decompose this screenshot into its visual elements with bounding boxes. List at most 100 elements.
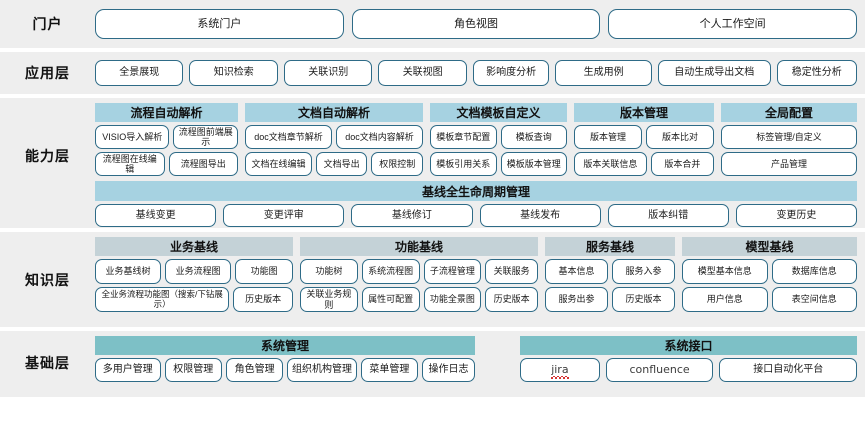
- foundation-group-system-mgmt: 系统管理 多用户管理 权限管理 角色管理 组织机构管理 菜单管理 操作日志: [95, 336, 475, 382]
- capability-group-doc-template: 文档模板自定义 模板章节配置 模板查询 模板引用关系 模板版本管理: [430, 103, 567, 176]
- cap-button-permission-control[interactable]: 权限控制: [371, 152, 423, 176]
- kn-button-basic-info[interactable]: 基本信息: [545, 259, 608, 284]
- base-button-menu-mgmt[interactable]: 菜单管理: [360, 358, 419, 382]
- cap-button-version-management[interactable]: 版本管理: [574, 125, 642, 149]
- base-button-role-mgmt[interactable]: 角色管理: [225, 358, 284, 382]
- cap-button-visio-import-parse[interactable]: VISIO导入解析: [95, 125, 170, 149]
- layer-application: 应用层 全景展现 知识检索 关联识别 关联视图 影响度分析 生成用例 自动生成导…: [0, 52, 865, 94]
- layer-label-portal: 门户: [32, 16, 63, 32]
- group-header-doc-template: 文档模板自定义: [430, 103, 567, 122]
- kn-button-user-info[interactable]: 用户信息: [682, 287, 768, 312]
- kn-button-database-info[interactable]: 数据库信息: [771, 259, 857, 284]
- cap-button-flowchart-export[interactable]: 流程图导出: [168, 152, 238, 176]
- group-header-baseline-lifecycle: 基线全生命周期管理: [95, 181, 857, 201]
- kn-button-subprocess-mgmt[interactable]: 子流程管理: [423, 259, 482, 284]
- app-button-auto-export-doc[interactable]: 自动生成导出文档: [657, 60, 771, 86]
- base-row-system-mgmt: 多用户管理 权限管理 角色管理 组织机构管理 菜单管理 操作日志: [95, 358, 475, 382]
- base-button-operation-log[interactable]: 操作日志: [422, 358, 475, 382]
- baseline-button-change-history[interactable]: 变更历史: [735, 204, 858, 227]
- kn-row-2-business-baseline: 全业务流程功能图（搜索/下钻展示） 历史版本: [95, 287, 293, 312]
- kn-button-business-baseline-tree[interactable]: 业务基线树: [95, 259, 162, 284]
- cap-button-version-compare[interactable]: 版本比对: [646, 125, 714, 149]
- kn-row-2-model-baseline: 用户信息 表空间信息: [682, 287, 857, 312]
- kn-button-history-version-business[interactable]: 历史版本: [233, 287, 293, 312]
- portal-button-personal-workspace[interactable]: 个人工作空间: [608, 9, 858, 39]
- group-header-business-baseline: 业务基线: [95, 237, 293, 256]
- foundation-group-system-interface: 系统接口 jira confluence 接口自动化平台: [520, 336, 857, 382]
- kn-row-1-service-baseline: 基本信息 服务入参: [545, 259, 675, 284]
- group-row-1-process-parse: VISIO导入解析 流程图前端展示: [95, 125, 238, 149]
- cap-button-version-merge[interactable]: 版本合并: [650, 152, 714, 176]
- cap-button-template-query[interactable]: 模板查询: [500, 125, 567, 149]
- kn-button-attribute-configurable[interactable]: 属性可配置: [361, 287, 420, 312]
- app-button-panorama[interactable]: 全景展现: [95, 60, 184, 86]
- cap-button-template-reference[interactable]: 模板引用关系: [430, 152, 497, 176]
- portal-button-system-portal[interactable]: 系统门户: [95, 9, 344, 39]
- kn-row-2-service-baseline: 服务出参 历史版本: [545, 287, 675, 312]
- baseline-button-version-fix[interactable]: 版本纠错: [607, 204, 729, 227]
- layer-capability: 能力层 流程自动解析 VISIO导入解析 流程图前端展示 流程图在线编辑 流程图…: [0, 98, 865, 228]
- portal-button-role-view[interactable]: 角色视图: [351, 9, 601, 39]
- kn-button-related-business-rule[interactable]: 关联业务规则: [300, 287, 358, 312]
- layer-label-knowledge: 知识层: [25, 272, 70, 288]
- app-button-relation-view[interactable]: 关联视图: [378, 60, 467, 86]
- kn-button-function-tree[interactable]: 功能树: [300, 259, 358, 284]
- app-button-relation-identify[interactable]: 关联识别: [283, 60, 373, 86]
- kn-button-related-service[interactable]: 关联服务: [485, 259, 539, 284]
- capability-group-global-config: 全局配置 标签管理/自定义 产品管理: [721, 103, 857, 176]
- cap-button-doc-content-parse[interactable]: doc文档内容解析: [336, 125, 423, 149]
- group-row-1-global-config: 标签管理/自定义: [721, 125, 857, 149]
- cap-button-flowchart-online-edit[interactable]: 流程图在线编辑: [95, 152, 165, 176]
- kn-row-1-business-baseline: 业务基线树 业务流程图 功能图: [95, 259, 293, 284]
- cap-button-product-management[interactable]: 产品管理: [721, 152, 857, 176]
- group-header-doc-parse: 文档自动解析: [245, 103, 423, 122]
- kn-button-full-business-flow-function-chart[interactable]: 全业务流程功能图（搜索/下钻展示）: [95, 287, 230, 312]
- cap-button-template-version-mgmt[interactable]: 模板版本管理: [500, 152, 567, 176]
- layer-portal: 门户 系统门户 角色视图 个人工作空间: [0, 0, 865, 48]
- knowledge-group-function-baseline: 功能基线 功能树 系统流程图 子流程管理 关联服务 关联业务规则 属性可配置 功…: [300, 237, 539, 312]
- app-button-stability-analysis[interactable]: 稳定性分析: [776, 60, 857, 86]
- cap-button-doc-export[interactable]: 文档导出: [315, 152, 368, 176]
- app-button-generate-case[interactable]: 生成用例: [555, 60, 652, 86]
- baseline-lifecycle-button-row: 基线变更 变更评审 基线修订 基线发布 版本纠错 变更历史: [95, 204, 858, 227]
- cap-button-version-relation-info[interactable]: 版本关联信息: [574, 152, 647, 176]
- kn-button-function-panorama[interactable]: 功能全景图: [423, 287, 482, 312]
- kn-button-history-version-function[interactable]: 历史版本: [485, 287, 539, 312]
- cap-button-template-chapter-config[interactable]: 模板章节配置: [430, 125, 497, 149]
- cap-button-tag-management-custom[interactable]: 标签管理/自定义: [721, 125, 857, 149]
- base-button-confluence[interactable]: confluence: [605, 358, 714, 382]
- kn-button-business-flowchart[interactable]: 业务流程图: [165, 259, 232, 284]
- baseline-button-change[interactable]: 基线变更: [95, 204, 217, 227]
- knowledge-group-business-baseline: 业务基线 业务基线树 业务流程图 功能图 全业务流程功能图（搜索/下钻展示） 历…: [95, 237, 293, 312]
- base-button-multi-user-mgmt[interactable]: 多用户管理: [95, 358, 161, 382]
- kn-button-service-output-param[interactable]: 服务出参: [545, 287, 608, 312]
- layer-body-application: 全景展现 知识检索 关联识别 关联视图 影响度分析 生成用例 自动生成导出文档 …: [95, 55, 865, 91]
- kn-button-function-chart[interactable]: 功能图: [235, 259, 293, 284]
- capability-group-version-mgmt: 版本管理 版本管理 版本比对 版本关联信息 版本合并: [574, 103, 714, 176]
- cap-button-doc-online-edit[interactable]: 文档在线编辑: [245, 152, 312, 176]
- base-button-interface-automation-platform[interactable]: 接口自动化平台: [719, 358, 857, 382]
- base-button-permission-mgmt[interactable]: 权限管理: [164, 358, 222, 382]
- kn-button-history-version-service[interactable]: 历史版本: [612, 287, 675, 312]
- baseline-button-revision[interactable]: 基线修订: [351, 204, 473, 227]
- kn-row-1-function-baseline: 功能树 系统流程图 子流程管理 关联服务: [300, 259, 539, 284]
- base-button-org-structure-mgmt[interactable]: 组织机构管理: [287, 358, 357, 382]
- app-button-impact-analysis[interactable]: 影响度分析: [472, 60, 550, 86]
- group-header-system-mgmt: 系统管理: [95, 336, 475, 355]
- base-button-jira[interactable]: jira: [520, 358, 600, 382]
- capability-group-row: 流程自动解析 VISIO导入解析 流程图前端展示 流程图在线编辑 流程图导出 文…: [95, 103, 857, 176]
- app-button-knowledge-search[interactable]: 知识检索: [189, 60, 278, 86]
- kn-button-tablespace-info[interactable]: 表空间信息: [771, 287, 857, 312]
- kn-button-system-flowchart[interactable]: 系统流程图: [361, 259, 420, 284]
- capability-banner-baseline-lifecycle: 基线全生命周期管理 基线变更 变更评审 基线修订 基线发布 版本纠错 变更历史: [95, 181, 858, 227]
- knowledge-group-service-baseline: 服务基线 基本信息 服务入参 服务出参 历史版本: [545, 237, 675, 312]
- baseline-button-release[interactable]: 基线发布: [479, 204, 601, 227]
- kn-button-model-basic-info[interactable]: 模型基本信息: [682, 259, 768, 284]
- group-row-1-doc-template: 模板章节配置 模板查询: [430, 125, 567, 149]
- baseline-button-change-review[interactable]: 变更评审: [223, 204, 345, 227]
- kn-button-service-input-param[interactable]: 服务入参: [612, 259, 675, 284]
- cap-button-flowchart-frontend-display[interactable]: 流程图前端展示: [173, 125, 238, 149]
- cap-button-doc-chapter-parse[interactable]: doc文档章节解析: [245, 125, 332, 149]
- group-header-system-interface: 系统接口: [520, 336, 857, 355]
- confluence-label: confluence: [629, 362, 690, 376]
